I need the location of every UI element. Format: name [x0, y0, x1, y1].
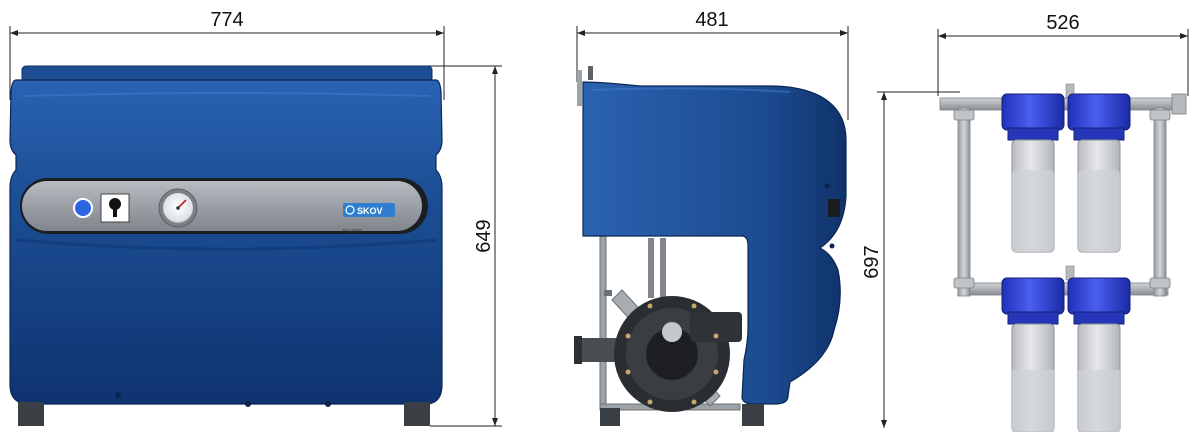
skov-logo: SKOV: [343, 203, 395, 217]
side-width-label: 481: [695, 9, 728, 31]
side-view: 481: [574, 9, 849, 426]
filter-view: 526 697: [861, 12, 1189, 432]
filter-unit-bottom-right: [1067, 277, 1131, 432]
front-view: 774 649: [9, 9, 502, 427]
main-switch[interactable]: [100, 193, 130, 223]
filter-height-label: 697: [861, 245, 883, 278]
front-foot-right: [404, 402, 430, 426]
filter-unit-top-right: [1067, 93, 1131, 253]
front-height-label: 649: [473, 219, 495, 252]
filter-unit-top-left: [1001, 93, 1065, 253]
front-height-dimension: 649: [330, 65, 502, 427]
filter-height-dimension: 697: [861, 91, 960, 428]
side-switch-knob: [828, 199, 840, 217]
indicator-lamp: [73, 198, 93, 218]
side-width-dimension: 481: [576, 9, 849, 120]
front-control-panel: SKOV DA 2000: [20, 178, 428, 235]
brand-label: SKOV: [357, 206, 383, 216]
filter-width-label: 526: [1046, 12, 1079, 34]
front-width-dimension: 774: [9, 9, 445, 100]
filter-width-dimension: 526: [937, 12, 1189, 96]
front-housing: [9, 79, 443, 405]
filter-unit-bottom-left: [1001, 277, 1065, 432]
pump-icon: [574, 296, 742, 412]
model-label: DA 2000: [343, 229, 362, 235]
front-foot-left: [18, 402, 44, 426]
side-housing: [582, 81, 847, 405]
front-width-label: 774: [210, 9, 243, 31]
pressure-gauge-icon: [158, 188, 198, 228]
